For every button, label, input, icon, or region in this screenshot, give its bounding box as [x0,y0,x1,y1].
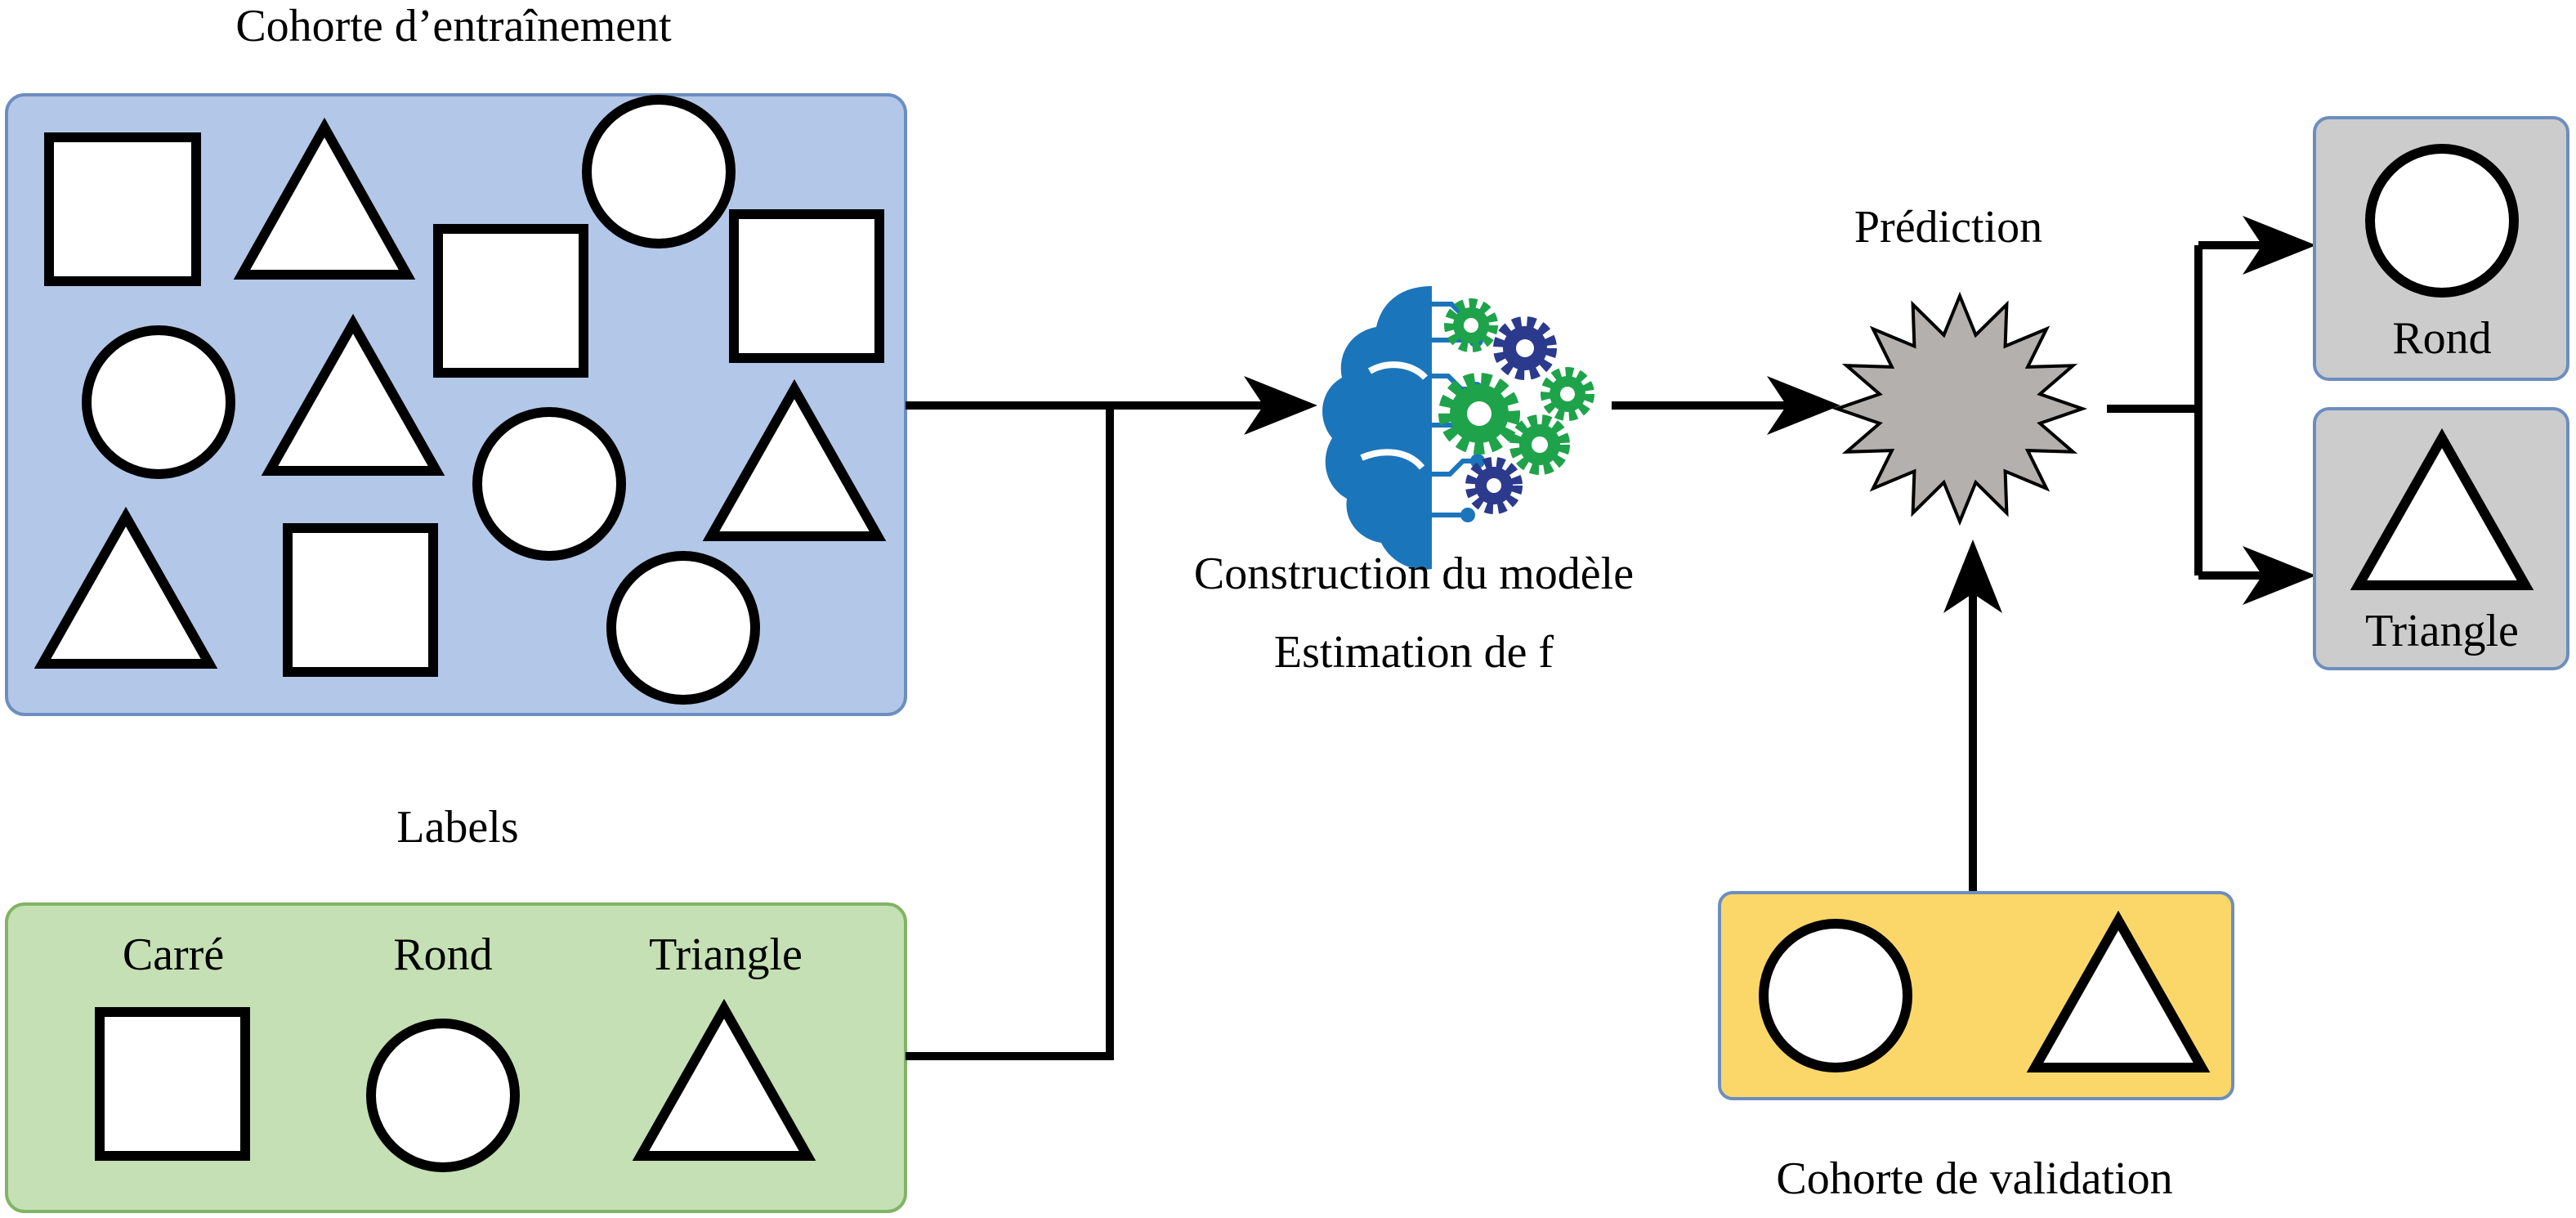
label-triangle: Triangle [649,929,803,980]
training-cohort-box [5,93,907,716]
arrowhead [1767,376,1840,435]
gear-green-right [1541,367,1594,421]
square-shape [283,523,438,677]
square-shape [95,1007,250,1161]
labels-box: Carré Rond Triangle [5,902,907,1213]
gear-navy-top [1493,316,1557,380]
circle-shape [472,407,626,561]
gear-green-mid [1509,414,1570,475]
square-shape [44,132,201,286]
model-label-line1: Construction du modèle [1194,549,1634,599]
model-label-line2: Estimation de f [1274,627,1554,678]
prediction-title: Prédiction [1854,202,2042,253]
validation-cohort-title: Cohorte de validation [1776,1153,2172,1204]
validation-cohort-box [1718,891,2234,1100]
starburst-icon [1831,291,2088,526]
circle-shape [82,325,235,479]
triangle-shape [233,117,416,280]
label-carre: Carré [123,929,224,980]
arrowhead [1244,376,1317,435]
brain-gears-icon [1322,286,1594,570]
model-to-prediction-connector [1612,376,1840,435]
prediction-to-outputs-connector [2107,216,2316,605]
gear-green-top [1444,298,1498,352]
output-triangle-box: Triangle [2313,407,2569,670]
triangle-shape [702,378,887,541]
triangle-shape [34,506,218,669]
triangle-shape [2026,910,2211,1072]
output-triangle-label: Triangle [2365,606,2519,656]
circle-shape [366,1019,520,1172]
circle-shape [582,95,736,249]
gear-navy-bottom [1465,457,1523,514]
training-cohort-title: Cohorte d’entraînement [235,1,672,51]
triangle-shape [261,313,445,476]
arrowhead [1943,540,2002,613]
square-shape [729,209,884,363]
brain-shape [1322,286,1432,570]
validation-to-prediction-connector [1943,540,2002,893]
square-shape [433,224,588,378]
output-rond-box: Rond [2313,116,2569,381]
arrowhead [2243,216,2316,275]
labels-title: Labels [396,802,518,853]
triangle-shape [632,998,816,1161]
output-rond-label: Rond [2392,313,2491,364]
triangle-shape [2350,428,2534,590]
training-to-model-connector [906,376,1317,1060]
gear-green-large [1438,373,1520,455]
circle-shape [1759,919,1912,1072]
label-rond: Rond [393,929,492,980]
circle-shape [606,551,760,705]
arrowhead [2243,546,2316,605]
circle-shape [2365,144,2519,298]
